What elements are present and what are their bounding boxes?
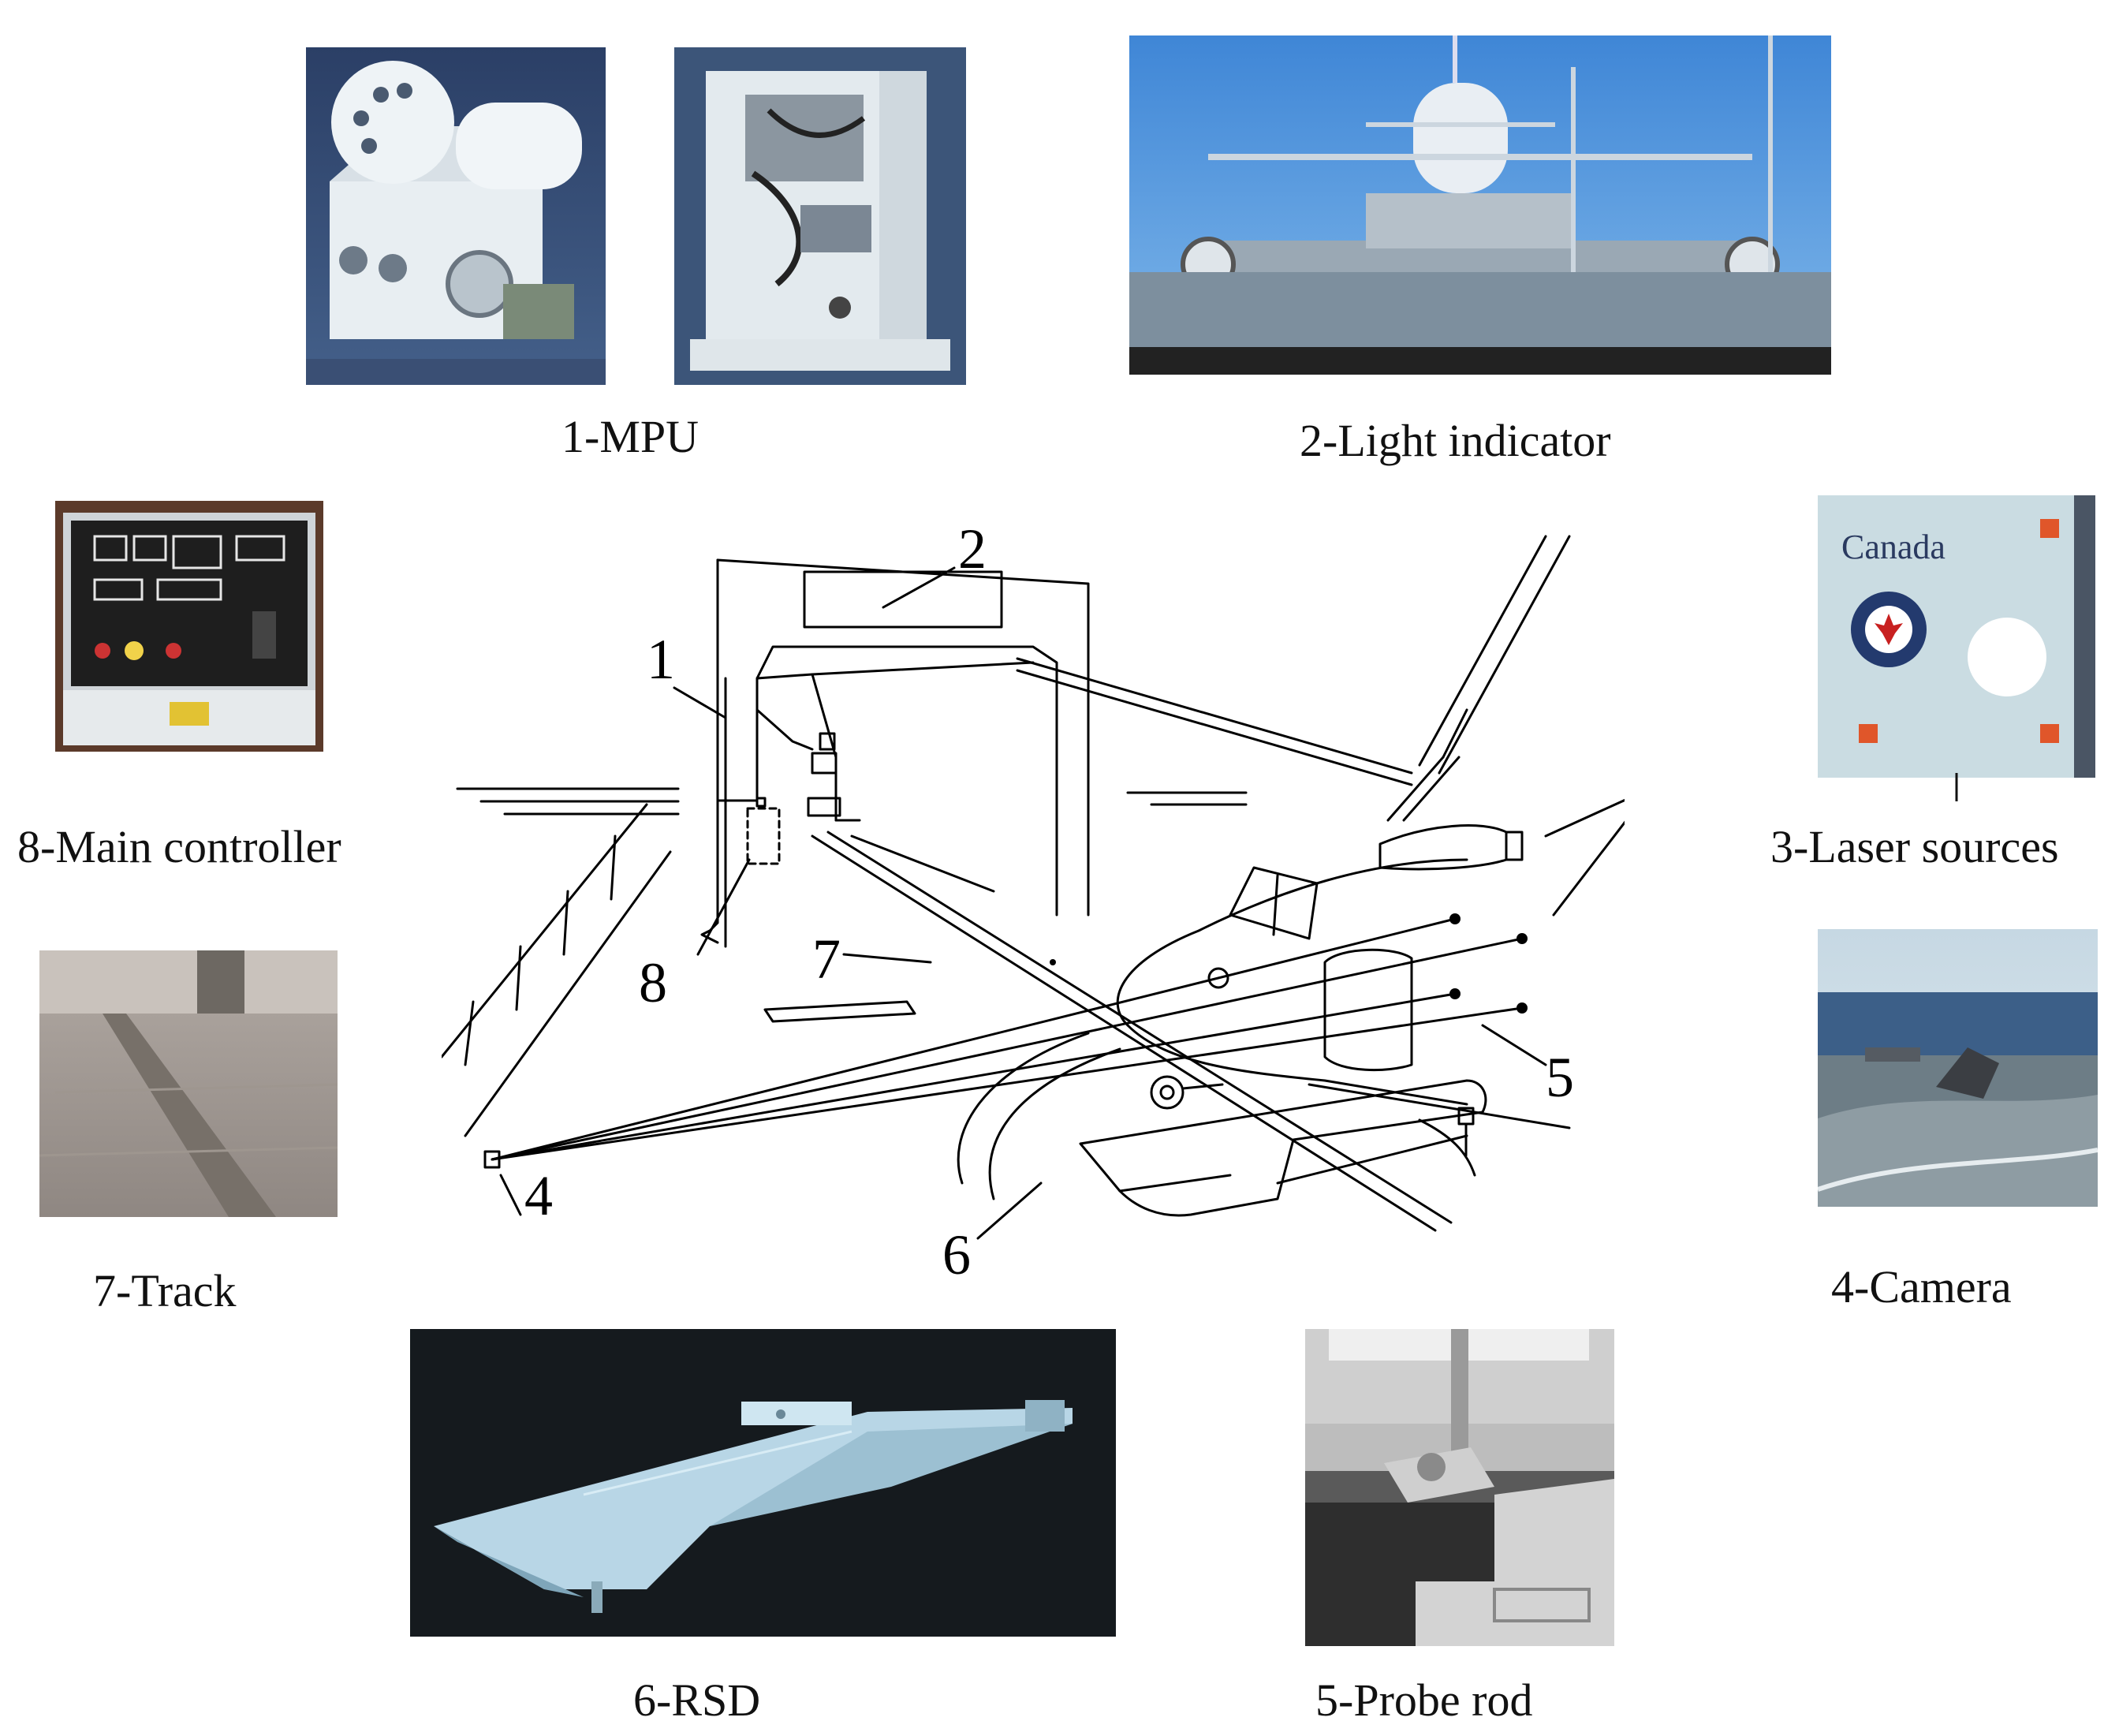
caption-mpu: 1-MPU xyxy=(561,411,699,462)
diagram-label-4: 4 xyxy=(524,1164,553,1227)
system-schematic: 1 2 3 4 5 6 7 8 xyxy=(440,517,1665,1286)
diagram-label-8: 8 xyxy=(639,951,667,1014)
diagram-label-6: 6 xyxy=(942,1223,971,1278)
diagram-label-2: 2 xyxy=(958,521,987,581)
camera-photo xyxy=(1818,929,2098,1207)
laser-sources-photo: Canada xyxy=(1818,495,2095,778)
caption-track: 7-Track xyxy=(93,1265,237,1316)
caption-main-controller: 8-Main controller xyxy=(17,821,341,872)
caption-probe-rod: 5-Probe rod xyxy=(1315,1674,1533,1726)
probe-rod-photo xyxy=(1305,1329,1614,1646)
mpu-photo-right xyxy=(674,47,966,385)
diagram-label-1: 1 xyxy=(647,628,675,691)
caption-rsd: 6-RSD xyxy=(633,1674,761,1726)
caption-light-indicator: 2-Light indicator xyxy=(1300,415,1611,466)
light-indicator-photo xyxy=(1129,35,1831,375)
main-controller-photo xyxy=(55,501,323,752)
caption-laser-sources: 3-Laser sources xyxy=(1770,821,2059,872)
diagram-label-7: 7 xyxy=(812,928,841,991)
track-photo xyxy=(39,950,338,1217)
laser-pointer-line xyxy=(1955,773,1958,801)
mpu-photo-left xyxy=(306,47,606,385)
diagram-label-5: 5 xyxy=(1546,1046,1574,1109)
caption-camera: 4-Camera xyxy=(1831,1261,2012,1312)
canada-text: Canada xyxy=(1841,528,1946,566)
rsd-photo xyxy=(410,1329,1116,1637)
